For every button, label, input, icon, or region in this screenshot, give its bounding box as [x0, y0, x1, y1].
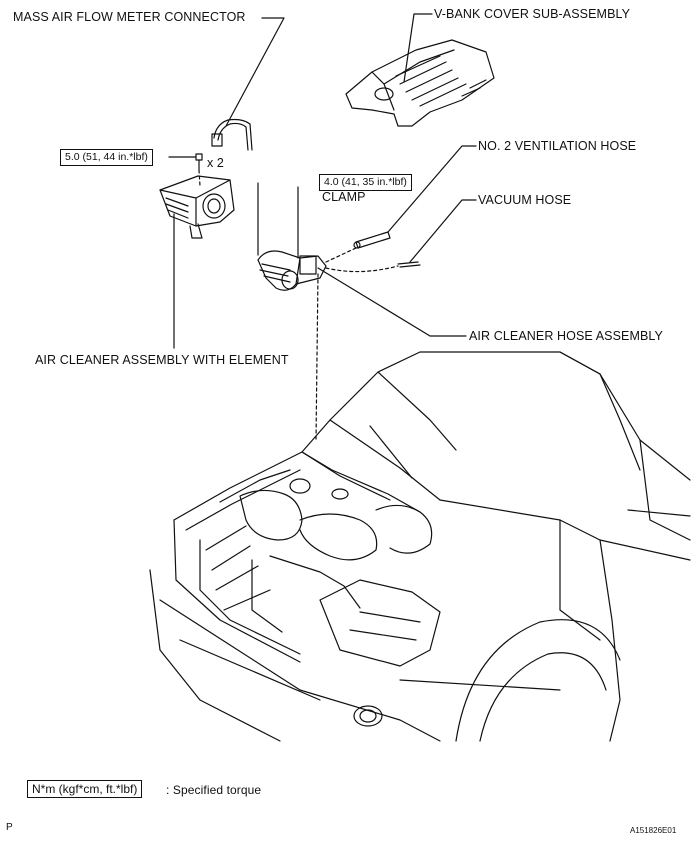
label-vbank-cover: V-BANK COVER SUB-ASSEMBLY — [434, 7, 631, 21]
legend-torque-unit: N*m (kgf*cm, ft.*lbf) — [27, 780, 143, 798]
ventilation-hose-part — [354, 232, 390, 248]
vbank-cover-part — [346, 40, 494, 126]
legend-description: : Specified torque — [166, 783, 262, 797]
vehicle-front — [150, 352, 690, 741]
label-air-cleaner-hose: AIR CLEANER HOSE ASSEMBLY — [469, 329, 663, 343]
maf-connector-part — [212, 120, 252, 151]
vacuum-hose-part — [398, 262, 420, 267]
leader-ventilation-hose — [388, 146, 476, 232]
leader-vbank-cover — [404, 14, 432, 82]
air-cleaner-hose-part — [258, 251, 326, 290]
air-cleaner-assembly-part — [160, 176, 234, 238]
page-marker: P — [6, 822, 13, 833]
figure-id: A151826E01 — [630, 826, 677, 835]
label-air-cleaner-assembly: AIR CLEANER ASSEMBLY WITH ELEMENT — [35, 353, 289, 367]
label-clamp: CLAMP — [322, 190, 366, 204]
leader-vacuum-hose — [410, 200, 476, 262]
label-vacuum-hose: VACUUM HOSE — [478, 193, 572, 207]
bolt-part — [196, 154, 202, 170]
torque-clamp: 4.0 (41, 35 in.*lbf) — [319, 174, 412, 191]
label-bolt-qty: x 2 — [207, 156, 224, 170]
bolt-dash-line — [199, 170, 200, 186]
label-maf-connector: MASS AIR FLOW METER CONNECTOR — [13, 10, 246, 24]
torque-air-cleaner-bolt: 5.0 (51, 44 in.*lbf) — [60, 149, 153, 166]
leader-maf-connector — [226, 18, 284, 126]
hose-dash-lines — [316, 248, 398, 440]
leader-air-cleaner-hose — [318, 268, 466, 336]
label-ventilation-hose: NO. 2 VENTILATION HOSE — [478, 139, 637, 153]
